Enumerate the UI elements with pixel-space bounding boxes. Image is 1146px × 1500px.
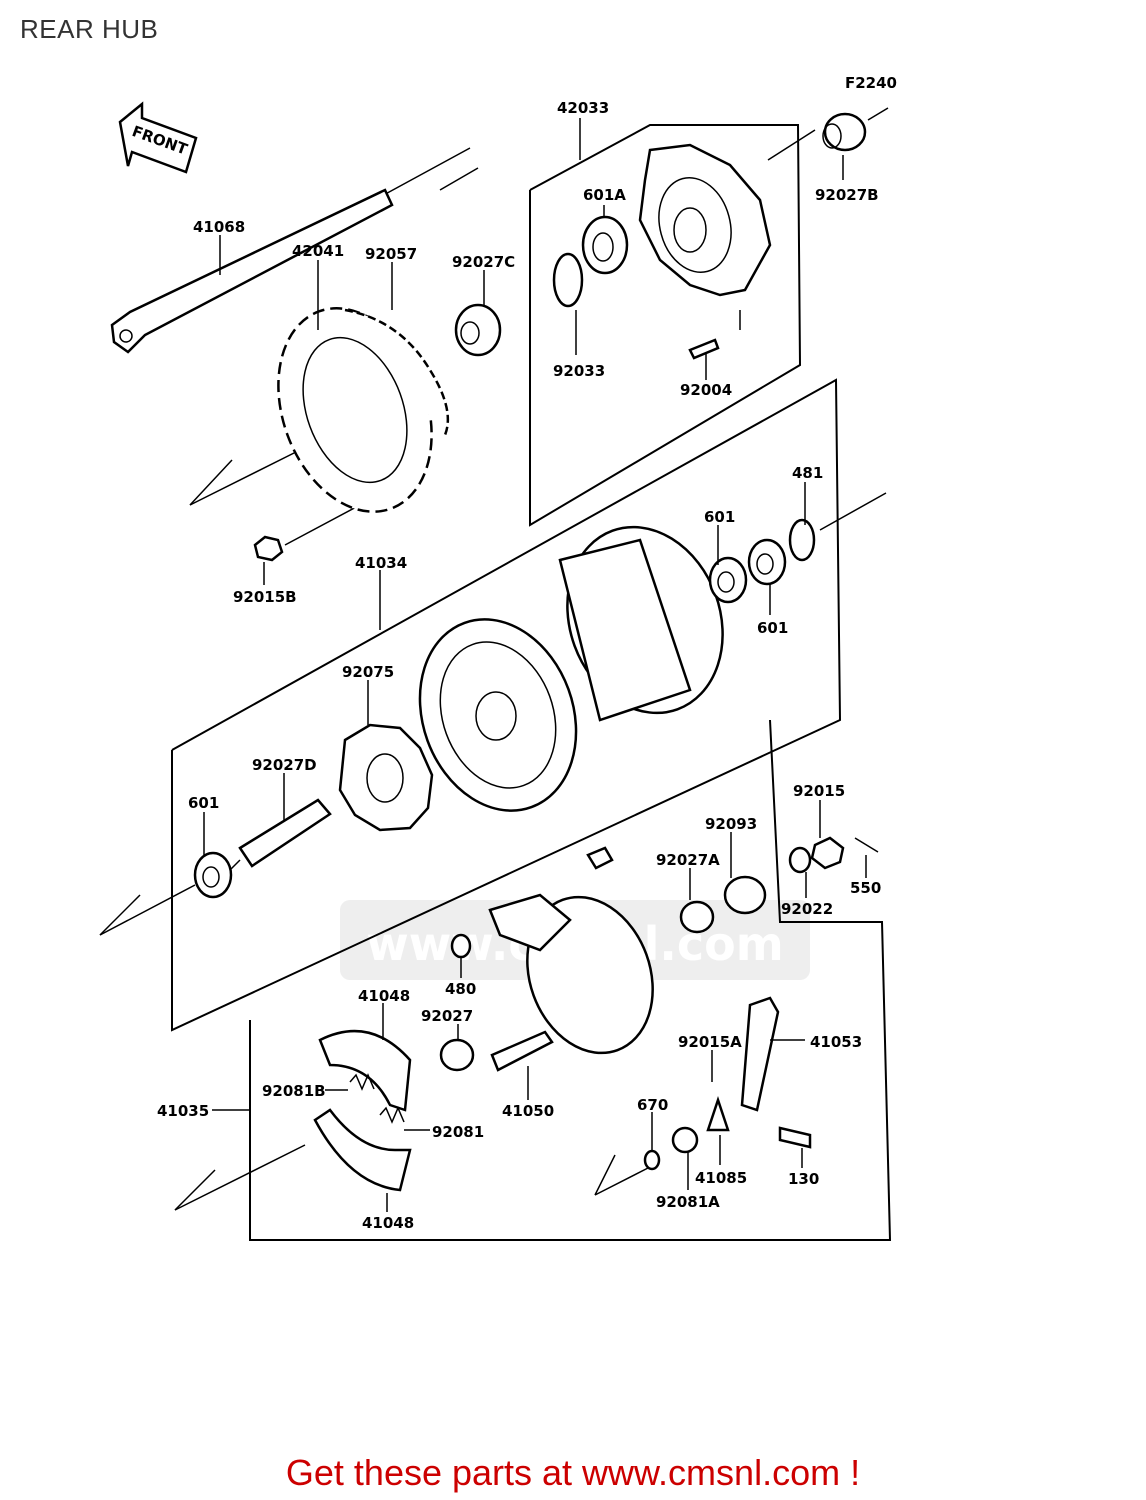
- brake-panel-part: [488, 893, 654, 1055]
- part-label: 42033: [557, 99, 609, 117]
- part-label: 550: [850, 879, 881, 897]
- part-label: 480: [445, 980, 476, 998]
- part-label: 92027B: [815, 186, 879, 204]
- brake-shoe-bottom-part: [313, 1108, 412, 1192]
- part-label: 92027: [421, 1007, 473, 1025]
- figure-code: F2240: [845, 74, 897, 92]
- part-label: 92075: [342, 663, 394, 681]
- part-label: 41068: [193, 218, 245, 236]
- part-label: 670: [637, 1096, 668, 1114]
- spring-92081a-part: [671, 1126, 699, 1154]
- part-label: 92093: [705, 815, 757, 833]
- spacer-part: [238, 798, 332, 868]
- part-label: 92022: [781, 900, 833, 918]
- part-label: 601: [704, 508, 735, 526]
- part-label: 41050: [502, 1102, 554, 1120]
- damper-part: [338, 723, 434, 832]
- part-number-labels: 42033 92027B 601A 41068 42041 92057 9202…: [157, 99, 881, 1232]
- camshaft-part: [490, 1030, 554, 1072]
- part-label: 92027C: [452, 253, 515, 271]
- footer-link[interactable]: Get these parts at www.cmsnl.com !: [285, 1452, 861, 1493]
- stud-part: [688, 338, 720, 360]
- o-ring-part: [643, 1149, 661, 1171]
- brake-group-outline: [249, 719, 892, 1241]
- part-label: 41053: [810, 1033, 862, 1051]
- part-label: 92033: [553, 362, 605, 380]
- part-label: 130: [788, 1170, 819, 1188]
- collar-92027a-part: [679, 900, 715, 934]
- wheel-hub-part: [418, 525, 724, 812]
- part-label: 601: [757, 619, 788, 637]
- part-label: 41035: [157, 1102, 209, 1120]
- spring-92081b-part: [349, 1073, 375, 1091]
- cotter-pin-part: [854, 837, 879, 853]
- bolt-part: [586, 846, 614, 870]
- part-label: 92081B: [262, 1082, 326, 1100]
- cap-part: [822, 112, 867, 152]
- seal-part: [450, 933, 472, 959]
- bolt-130-part: [778, 1126, 812, 1149]
- part-label: 92027A: [656, 851, 720, 869]
- part-label: 41048: [358, 987, 410, 1005]
- part-label: 92081A: [656, 1193, 720, 1211]
- brake-lever-part: [740, 996, 780, 1112]
- chain-part: [344, 308, 450, 436]
- nut-92015-part: [810, 836, 845, 870]
- part-label: 481: [792, 464, 823, 482]
- axle-part: [110, 188, 394, 354]
- wear-indicator-part: [706, 1096, 730, 1132]
- part-label: 42041: [292, 242, 344, 260]
- spring-92081-part: [379, 1106, 405, 1124]
- hub-flange-part: [638, 143, 772, 297]
- part-label: 92015B: [233, 588, 297, 606]
- part-label: 601A: [583, 186, 626, 204]
- part-label: 41034: [355, 554, 407, 572]
- part-label: 41048: [362, 1214, 414, 1232]
- front-arrow-icon: FRONT: [118, 101, 198, 174]
- bearing-left-part: [193, 851, 233, 899]
- bearing-part: [581, 215, 629, 275]
- part-label: 92027D: [252, 756, 317, 774]
- page-title: REAR HUB: [20, 14, 159, 44]
- part-label: 92015A: [678, 1033, 742, 1051]
- hub-flange-group-outline: [529, 124, 802, 527]
- part-label: 92004: [680, 381, 732, 399]
- brake-shoe-top-part: [318, 1029, 412, 1112]
- bearing-pair-part: [708, 538, 787, 604]
- part-label: 92057: [365, 245, 417, 263]
- collar-92027-part: [439, 1038, 475, 1072]
- circlip-481-part: [788, 518, 816, 562]
- collar-92093-part: [723, 875, 767, 915]
- washer-part: [788, 846, 812, 874]
- part-label: 92015: [793, 782, 845, 800]
- part-label: 92081: [432, 1123, 484, 1141]
- collar-part: [454, 303, 502, 357]
- part-label: 41085: [695, 1169, 747, 1187]
- part-label: 601: [188, 794, 219, 812]
- circlip-part: [552, 252, 584, 308]
- hub-group-outline: [171, 378, 842, 1032]
- nut-part: [253, 535, 284, 562]
